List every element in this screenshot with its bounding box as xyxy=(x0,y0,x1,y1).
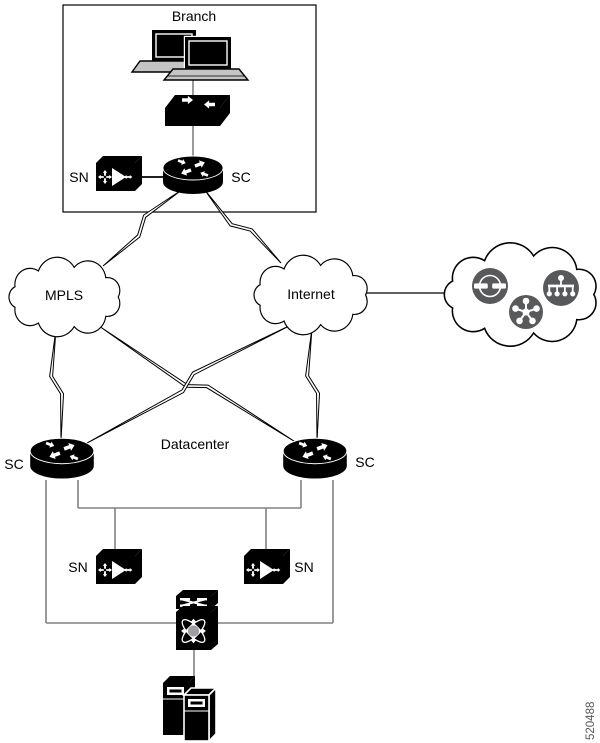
datacenter-label: Datacenter xyxy=(161,436,230,452)
lightning-link xyxy=(203,188,282,264)
hub-and-spoke-icon xyxy=(509,295,543,329)
service-node-icon-branch xyxy=(96,156,142,191)
branch-title-label: Branch xyxy=(172,8,216,24)
dc-sn-right-label: SN xyxy=(294,559,313,575)
service-node-icon-dc-right xyxy=(244,549,290,584)
dc-sc-right-label: SC xyxy=(355,454,374,470)
connector-lines xyxy=(45,58,459,680)
figure-number: 520488 xyxy=(585,702,597,740)
workgroup-switch-icon xyxy=(165,95,230,126)
nexus-switch-icon xyxy=(176,590,218,650)
service-node-icon-dc-left xyxy=(96,549,142,584)
lightning-link xyxy=(102,188,184,267)
router-icon-dc-left xyxy=(30,438,94,478)
mpls-label: MPLS xyxy=(45,287,83,303)
router-icon-branch-sc xyxy=(163,156,223,194)
lightning-link xyxy=(49,328,65,442)
dual-laptop-icon xyxy=(130,30,250,81)
lightning-link xyxy=(305,327,321,442)
dc-sn-left-label: SN xyxy=(68,559,87,575)
lightning-link xyxy=(98,325,298,444)
lightning-link xyxy=(86,324,292,444)
router-icon-dc-right xyxy=(283,438,347,478)
server-stack-icon xyxy=(163,676,218,743)
branch-sn-label: SN xyxy=(69,169,88,185)
dc-sc-left-label: SC xyxy=(4,456,23,472)
network-hierarchy-icon xyxy=(543,270,579,306)
branch-boundary-box xyxy=(62,4,317,213)
branch-sc-label: SC xyxy=(231,169,250,185)
load-balancer-icon xyxy=(472,268,508,304)
internet-label: Internet xyxy=(287,286,335,302)
